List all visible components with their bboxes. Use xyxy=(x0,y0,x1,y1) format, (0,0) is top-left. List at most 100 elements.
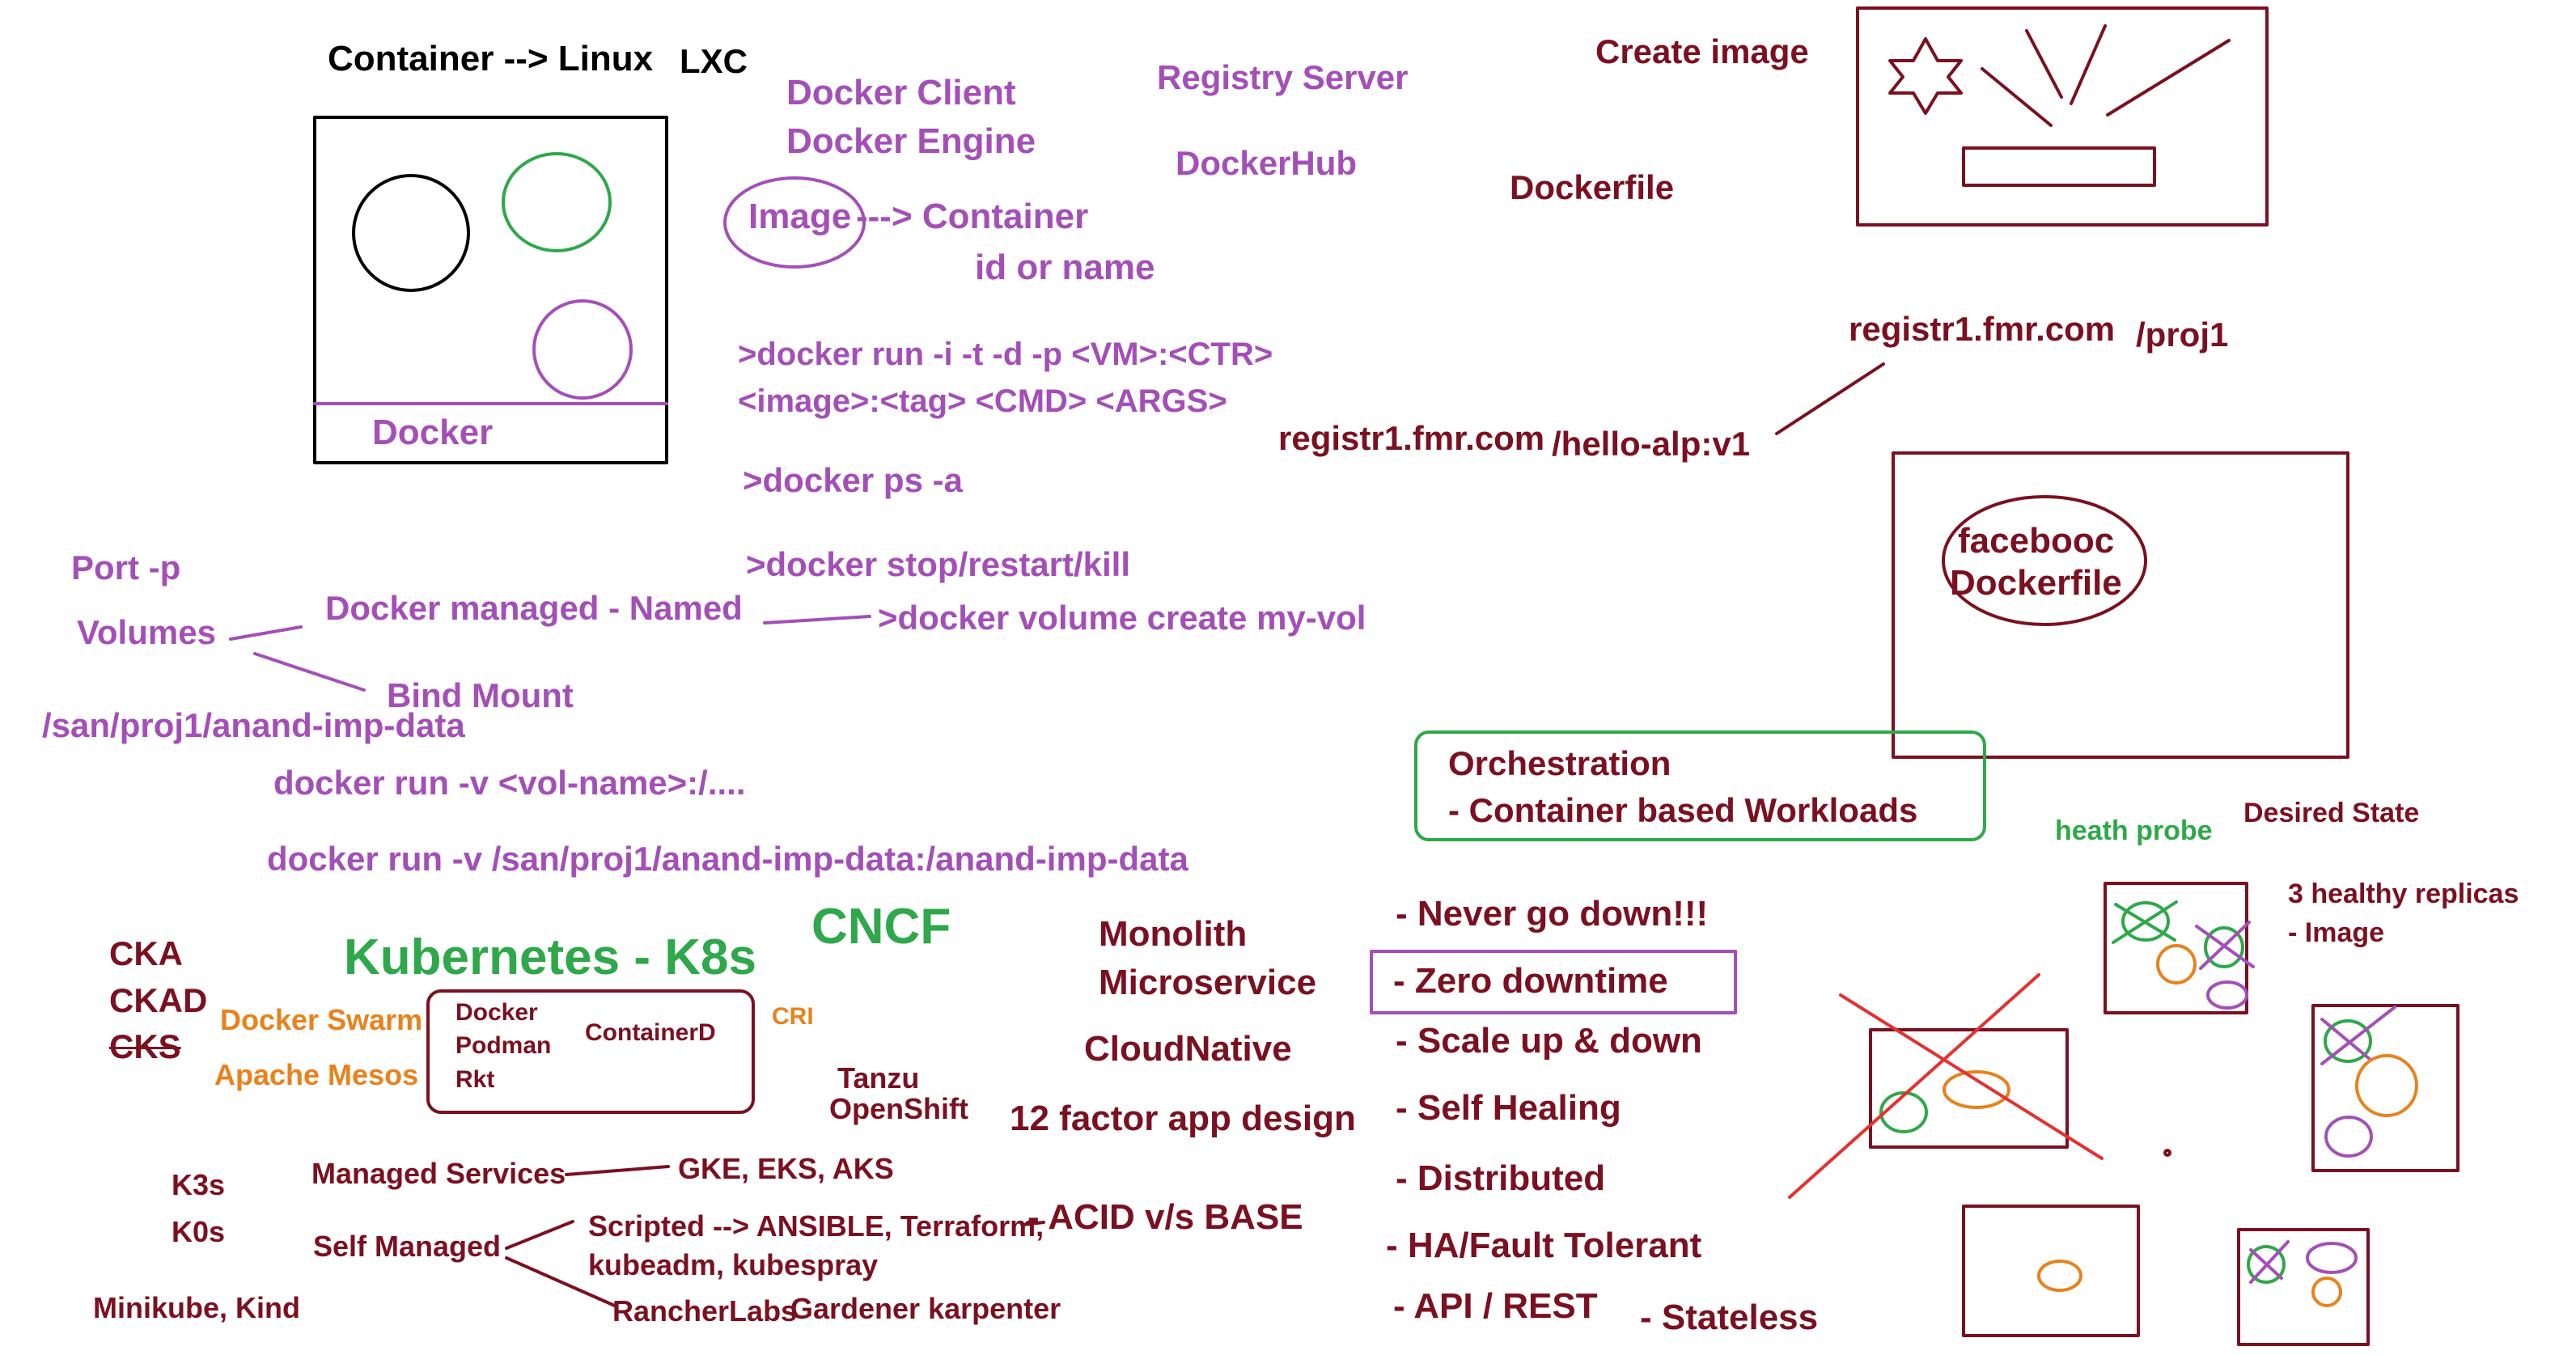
registry-image-host: registr1.fmr.com xyxy=(1278,419,1545,457)
docker-ps-cmd: >docker ps -a xyxy=(743,461,963,499)
dockerfile-note: Dockerfile xyxy=(1510,168,1675,206)
docker-run-args: <image>:<tag> <CMD> <ARGS> xyxy=(738,383,1227,419)
orchestration-box xyxy=(1414,730,1986,841)
runtime-box xyxy=(426,989,755,1114)
cloudnative-note: CloudNative xyxy=(1084,1029,1292,1069)
run-volume-name-cmd: docker run -v <vol-name>:/.... xyxy=(273,764,746,802)
container-circle-icon xyxy=(2324,1019,2372,1063)
registry-server-note: Registry Server xyxy=(1157,58,1409,96)
goal-zero-downtime: - Zero downtime xyxy=(1393,961,1668,1001)
cks-note: CKS xyxy=(109,1027,181,1065)
replica-box xyxy=(2311,1004,2459,1172)
proj1-note: /proj1 xyxy=(2136,315,2229,354)
replica-box xyxy=(2237,1228,2370,1346)
facebook-box xyxy=(1892,451,2349,759)
twelve-factor-note: 12 factor app design xyxy=(1010,1099,1356,1138)
openshift-note: OpenShift xyxy=(829,1092,968,1125)
image-note: Image xyxy=(748,197,852,236)
runtime-rkt: Rkt xyxy=(455,1066,495,1093)
san-path-note: /san/proj1/anand-imp-data xyxy=(42,706,465,744)
container-circle-icon xyxy=(352,174,470,292)
volumes-note: Volumes xyxy=(77,613,216,651)
goal-distributed: - Distributed xyxy=(1396,1158,1606,1198)
container-circle-icon xyxy=(2204,926,2244,968)
orchestration-title: Orchestration xyxy=(1448,744,1671,782)
acid-base-note: - ACID v/s BASE xyxy=(1027,1197,1303,1237)
stray-dot xyxy=(2163,1149,2171,1157)
acid-connector xyxy=(1022,1221,1045,1226)
scripted-note: Scripted --> ANSIBLE, Terraform, xyxy=(588,1209,1044,1243)
managed-services-line xyxy=(565,1165,670,1176)
registry-host-note: registr1.fmr.com xyxy=(1849,310,2116,348)
registry-image-path: /hello-alp:v1 xyxy=(1552,425,1751,463)
docker-managed-note: Docker managed - Named xyxy=(325,589,743,627)
docker-run-cmd: >docker run -i -t -d -p <VM>:<CTR> xyxy=(738,337,1273,372)
create-image-note: Create image xyxy=(1595,32,1809,70)
kubeadm-note: kubeadm, kubespray xyxy=(588,1248,879,1281)
cri-note: CRI xyxy=(772,1003,814,1030)
facebook-dockerfile-label: Dockerfile xyxy=(1950,563,2122,603)
image-item-note: - Image xyxy=(2288,917,2385,948)
kubernetes-title: Kubernetes - K8s xyxy=(344,929,756,985)
rancher-note: RancherLabs xyxy=(612,1294,798,1327)
dockerhub-note: DockerHub xyxy=(1176,144,1358,182)
docker-host-box xyxy=(313,116,668,464)
cross-out-line xyxy=(2199,921,2251,970)
apache-mesos-note: Apache Mesos xyxy=(214,1058,419,1091)
container-circle-icon xyxy=(2247,1245,2286,1284)
id-or-name-note: id or name xyxy=(975,248,1155,287)
goal-stateless: - Stateless xyxy=(1640,1298,1819,1337)
goal-scale: - Scale up & down xyxy=(1396,1021,1702,1061)
dockerfile-ellipse xyxy=(1942,495,2147,626)
replica-box xyxy=(1962,1205,2140,1337)
goal-never-down: - Never go down!!! xyxy=(1396,894,1709,934)
volume-create-cmd: >docker volume create my-vol xyxy=(878,599,1366,637)
docker-label: Docker xyxy=(372,413,494,452)
to-container-note: ---> Container xyxy=(856,197,1089,236)
container-circle-icon xyxy=(2306,1242,2358,1274)
registry-connector xyxy=(1775,362,1885,435)
ray-line xyxy=(1981,67,2053,127)
red-cross-line xyxy=(1788,973,2040,1199)
self-managed-line-2 xyxy=(505,1256,618,1308)
ray-line xyxy=(2070,24,2107,105)
docker-engine-note: Docker Engine xyxy=(786,121,1036,161)
container-circle-icon xyxy=(1879,1091,1928,1133)
container-workloads-note: - Container based Workloads xyxy=(1448,791,1918,829)
bind-mount-note: Bind Mount xyxy=(387,676,574,714)
k0s-note: K0s xyxy=(172,1215,226,1248)
container-circle-icon xyxy=(2037,1260,2082,1292)
managed-services-note: Managed Services xyxy=(311,1157,566,1190)
runtime-podman: Podman xyxy=(455,1032,552,1059)
container-circle-icon xyxy=(2156,944,2197,984)
container-circle-icon xyxy=(502,152,612,252)
container-circle-icon xyxy=(2324,1116,2373,1158)
gke-eks-aks-note: GKE, EKS, AKS xyxy=(678,1152,894,1185)
ray-line xyxy=(2106,39,2231,116)
replica-box xyxy=(1869,1028,2069,1149)
self-managed-line-1 xyxy=(505,1220,574,1250)
container-circle-icon xyxy=(2355,1054,2418,1117)
runtime-containerd: ContainerD xyxy=(585,1019,716,1046)
create-image-box xyxy=(1856,6,2269,227)
healthy-replicas-note: 3 healthy replicas xyxy=(2288,879,2519,909)
container-circle-icon xyxy=(1943,1070,2010,1109)
cka-note: CKA xyxy=(109,934,183,972)
container-circle-icon xyxy=(2206,980,2248,1010)
goal-ha: - HA/Fault Tolerant xyxy=(1386,1226,1702,1265)
gardener-note: Gardener karpenter xyxy=(790,1292,1061,1325)
container-circle-icon xyxy=(2311,1277,2342,1307)
volumes-named-line xyxy=(229,625,303,641)
volumes-bind-line xyxy=(253,652,366,692)
ckad-note: CKAD xyxy=(109,981,208,1019)
minikube-note: Minikube, Kind xyxy=(93,1291,300,1324)
desired-state-note: Desired State xyxy=(2243,798,2420,828)
ray-line xyxy=(2025,29,2063,99)
cross-out-line xyxy=(2112,900,2178,944)
docker-stop-cmd: >docker stop/restart/kill xyxy=(746,545,1131,583)
cncf-title: CNCF xyxy=(811,899,951,955)
star-icon xyxy=(1888,37,1963,115)
lxc-note: LXC xyxy=(680,42,748,80)
